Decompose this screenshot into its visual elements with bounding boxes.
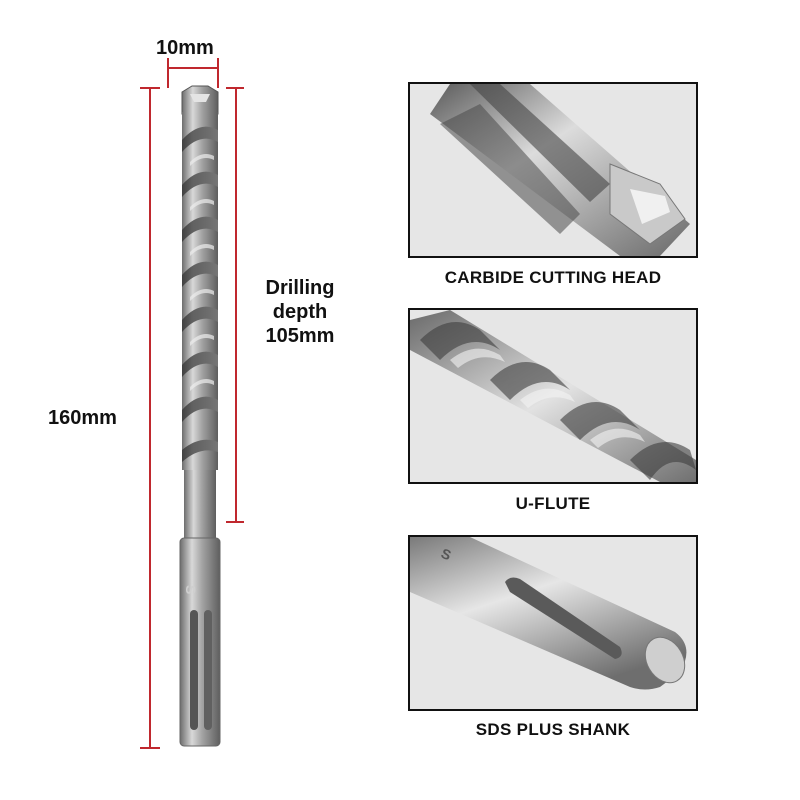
drill-bit-illustration: S <box>179 85 221 747</box>
sds-plus-shank-image: S <box>410 537 696 709</box>
detail-panel-u-flute <box>408 308 698 484</box>
drilling-depth-line3: 105mm <box>265 325 335 347</box>
drilling-depth-line1: Drilling <box>265 277 335 299</box>
svg-text:S: S <box>183 585 199 594</box>
drilling-depth-line2: depth <box>272 301 328 323</box>
cutting-head-caption: CARBIDE CUTTING HEAD <box>444 268 662 287</box>
u-flute-caption: U-FLUTE <box>515 494 591 513</box>
carbide-cutting-head-image <box>410 84 696 256</box>
total-length-label: 160mm <box>48 407 117 429</box>
u-flute-image <box>410 310 696 482</box>
detail-panel-cutting-head <box>408 82 698 258</box>
detail-panel-sds-shank: S <box>408 535 698 711</box>
drilling-depth-label: Drilling depth 105mm <box>245 276 355 348</box>
sds-shank-caption: SDS PLUS SHANK <box>475 720 631 739</box>
diameter-label: 10mm <box>156 37 214 59</box>
